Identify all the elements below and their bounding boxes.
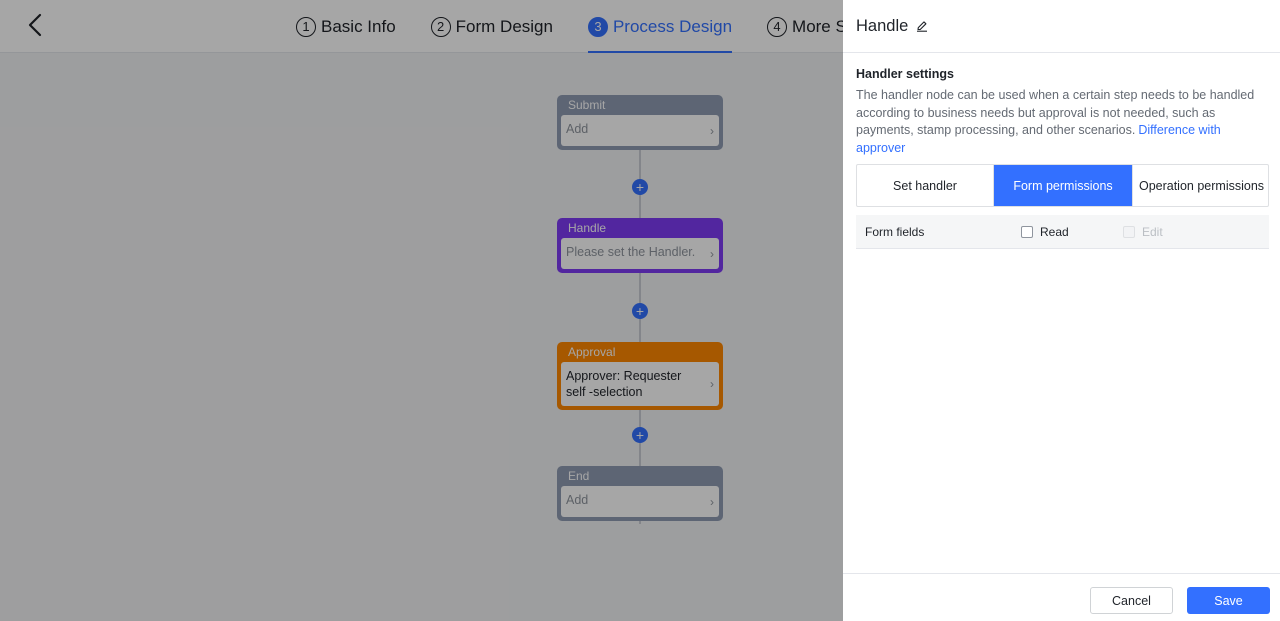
flow-node-approval[interactable]: Approval Approver: Requester self -selec… bbox=[557, 342, 723, 410]
save-button[interactable]: Save bbox=[1187, 587, 1270, 614]
settings-tabs: Set handler Form permissions Operation p… bbox=[856, 164, 1269, 207]
add-node-button[interactable]: + bbox=[632, 303, 648, 319]
process-canvas: Submit Add › + Handle Please set the Han… bbox=[0, 54, 1280, 621]
form-fields-label: Form fields bbox=[865, 224, 925, 239]
step-number: 3 bbox=[587, 16, 608, 37]
checkbox-box-disabled bbox=[1123, 225, 1135, 238]
node-body-text: Add bbox=[566, 493, 589, 507]
node-body-text: Approver: Requester self -selection bbox=[566, 369, 682, 399]
read-label: Read bbox=[1040, 224, 1069, 239]
step-tabs: 1 Basic Info 2 Form Design 3 Process Des… bbox=[296, 0, 914, 53]
flow-node-handle[interactable]: Handle Please set the Handler. › bbox=[557, 218, 723, 273]
chevron-right-icon: › bbox=[710, 494, 714, 509]
add-node-button[interactable]: + bbox=[632, 427, 648, 443]
drawer-header: Handle bbox=[843, 0, 1280, 53]
chevron-right-icon: › bbox=[710, 246, 714, 261]
section-title: Handler settings bbox=[856, 67, 954, 81]
drawer-body: Handler settings The handler node can be… bbox=[843, 53, 1280, 249]
edit-pencil-icon[interactable] bbox=[916, 20, 928, 32]
node-title: Submit bbox=[568, 98, 606, 112]
tab-operation-permissions[interactable]: Operation permissions bbox=[1138, 178, 1265, 193]
difference-with-approver-link[interactable]: Difference with approver bbox=[856, 123, 1221, 155]
edit-label: Edit bbox=[1142, 224, 1163, 239]
node-title: Approval bbox=[568, 345, 616, 359]
description-text: The handler node can be used when a cert… bbox=[856, 88, 1255, 137]
tab-form-permissions[interactable]: Form permissions bbox=[994, 165, 1133, 206]
node-body-text: Please set the Handler. bbox=[566, 245, 696, 259]
tab-set-handler[interactable]: Set handler bbox=[857, 165, 994, 206]
form-fields-permission-row: Form fields Read Edit bbox=[856, 215, 1269, 249]
back-arrow-icon[interactable] bbox=[24, 12, 48, 38]
handle-settings-drawer: Handle Handler settings The handler node… bbox=[843, 0, 1280, 621]
drawer-title: Handle bbox=[856, 16, 909, 35]
chevron-right-icon: › bbox=[710, 377, 714, 391]
step-label: Form Design bbox=[455, 16, 553, 36]
drawer-footer: Cancel Save bbox=[843, 573, 1280, 621]
step-form-design[interactable]: 2 Form Design bbox=[430, 0, 553, 53]
step-label: Process Design bbox=[612, 16, 733, 36]
node-body: Please set the Handler. › bbox=[561, 238, 719, 269]
checkbox-box[interactable] bbox=[1021, 225, 1033, 238]
step-basic-info[interactable]: 1 Basic Info bbox=[296, 0, 396, 53]
flow-node-submit[interactable]: Submit Add › bbox=[557, 95, 723, 150]
step-number: 2 bbox=[430, 16, 451, 37]
node-title: End bbox=[568, 469, 590, 483]
node-body: Add › bbox=[561, 486, 719, 517]
step-number: 4 bbox=[767, 16, 788, 37]
edit-checkbox: Edit bbox=[1123, 225, 1163, 239]
handler-description: The handler node can be used when a cert… bbox=[856, 87, 1269, 157]
step-label: Basic Info bbox=[321, 16, 396, 36]
chevron-right-icon: › bbox=[710, 123, 714, 138]
cancel-button[interactable]: Cancel bbox=[1090, 587, 1173, 614]
step-number: 1 bbox=[296, 16, 316, 37]
read-checkbox[interactable]: Read bbox=[1021, 225, 1069, 239]
node-body: Add › bbox=[561, 115, 719, 146]
flow-node-end[interactable]: End Add › bbox=[557, 466, 723, 521]
node-title: Handle bbox=[568, 221, 607, 235]
add-node-button[interactable]: + bbox=[632, 179, 648, 195]
node-body-text: Add bbox=[566, 122, 589, 136]
step-process-design[interactable]: 3 Process Design bbox=[587, 0, 733, 53]
node-body: Approver: Requester self -selection › bbox=[561, 362, 719, 406]
